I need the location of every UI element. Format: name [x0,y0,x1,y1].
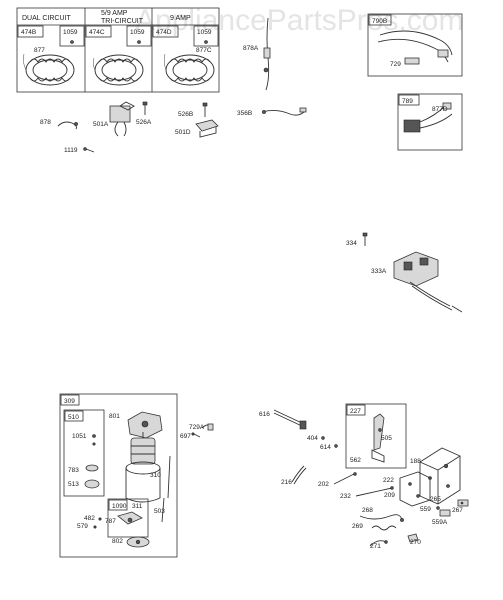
label-1051: 1051 [72,433,87,440]
panel-789: 789 877D [397,93,463,151]
clip-559A [439,509,451,517]
label-501A: 501A [93,121,109,128]
label-802: 802 [112,538,123,545]
clip-267 [457,499,469,507]
label-878A: 878A [243,45,259,52]
control-333A [393,251,463,313]
label-729A: 729A [189,424,205,431]
label-309: 309 [64,398,75,405]
label-789: 789 [402,98,413,105]
panel-title-9-amp: 9 AMP [170,15,191,22]
panel-227: 227 505 562 [345,403,407,469]
harness-878A [263,17,271,91]
label-1119: 1119 [64,147,78,154]
label-404: 404 [307,435,318,442]
link-232 [355,486,394,497]
label-877: 877 [34,47,45,54]
label-333A: 333A [371,268,387,275]
label-482: 482 [84,515,95,522]
label-1090: 1090 [112,503,127,510]
module-501A [109,101,135,137]
label-562: 562 [350,457,361,464]
spring-216 [291,465,307,485]
label-222: 222 [383,477,394,484]
label-474D: 474D [156,29,172,36]
spring-269 [371,525,397,531]
label-877C: 877C [196,47,212,54]
label-505: 505 [381,435,392,442]
label-559: 559 [420,506,431,513]
label-559A: 559A [432,519,448,526]
panel-title-tri-circuit-amp: 5/9 AMP [101,10,128,17]
bracket-188 [419,447,461,505]
alternator-ring-tri [92,54,144,86]
label-790B: 790B [372,18,387,25]
label-227: 227 [350,408,361,415]
link-271 [369,540,388,547]
label-311: 311 [132,503,143,510]
label-787: 787 [105,518,116,525]
alternator-panels: DUAL CIRCUIT 5/9 AMP TRI-CIRCUIT 9 AMP 4… [16,7,220,93]
screw-697 [191,432,201,438]
label-729: 729 [390,61,401,68]
label-356B: 356B [237,110,252,117]
terminal-729A [201,423,214,431]
panel-title-tri-circuit: TRI-CIRCUIT [101,18,144,25]
label-801: 801 [109,413,120,420]
label-268: 268 [362,507,373,514]
label-310: 310 [150,472,161,479]
wire-356B [261,107,307,116]
label-503: 503 [154,508,165,515]
label-1059-c: 1059 [197,29,212,36]
label-510: 510 [68,414,79,421]
label-270: 270 [410,539,421,546]
label-616: 616 [259,411,270,418]
alternator-panels-frame [16,7,220,93]
bracket-501D [195,119,219,138]
label-1059-a: 1059 [63,29,78,36]
screw-334 [362,232,368,246]
label-334: 334 [346,240,357,247]
label-878: 878 [40,119,51,126]
label-474C: 474C [89,29,105,36]
plate-222 [399,471,431,507]
alternator-ring-877C [163,53,215,86]
label-614: 614 [320,444,331,451]
shaft-616 [273,409,307,430]
label-1059-b: 1059 [130,29,145,36]
panel-title-dual-circuit: DUAL CIRCUIT [22,15,71,22]
alternator-ring-877 [23,53,75,86]
label-526B: 526B [178,111,193,118]
screw-1119 [83,147,95,153]
screw-526A [142,101,148,115]
label-232: 232 [340,493,351,500]
screw-526B [202,102,208,117]
cable-268 [359,514,404,522]
label-501D: 501D [175,129,191,136]
label-209: 209 [384,492,395,499]
label-202: 202 [318,481,329,488]
label-216: 216 [281,479,292,486]
panel-790B: 790B 729 [367,13,463,77]
label-579: 579 [77,523,88,530]
label-877D: 877D [432,106,448,113]
label-265: 265 [430,496,441,503]
link-202 [333,472,357,485]
label-188: 188 [410,458,421,465]
label-271: 271 [370,543,381,550]
wire-878 [57,121,78,130]
clip-270 [407,533,419,543]
label-526A: 526A [136,119,152,126]
label-267: 267 [452,507,463,514]
label-697: 697 [180,433,191,440]
label-269: 269 [352,523,363,530]
starter-panel-309: 309 510 1051 783 513 801 310 1090 311 [59,393,178,558]
label-783: 783 [68,467,79,474]
label-474B: 474B [21,29,36,36]
label-513: 513 [68,481,79,488]
